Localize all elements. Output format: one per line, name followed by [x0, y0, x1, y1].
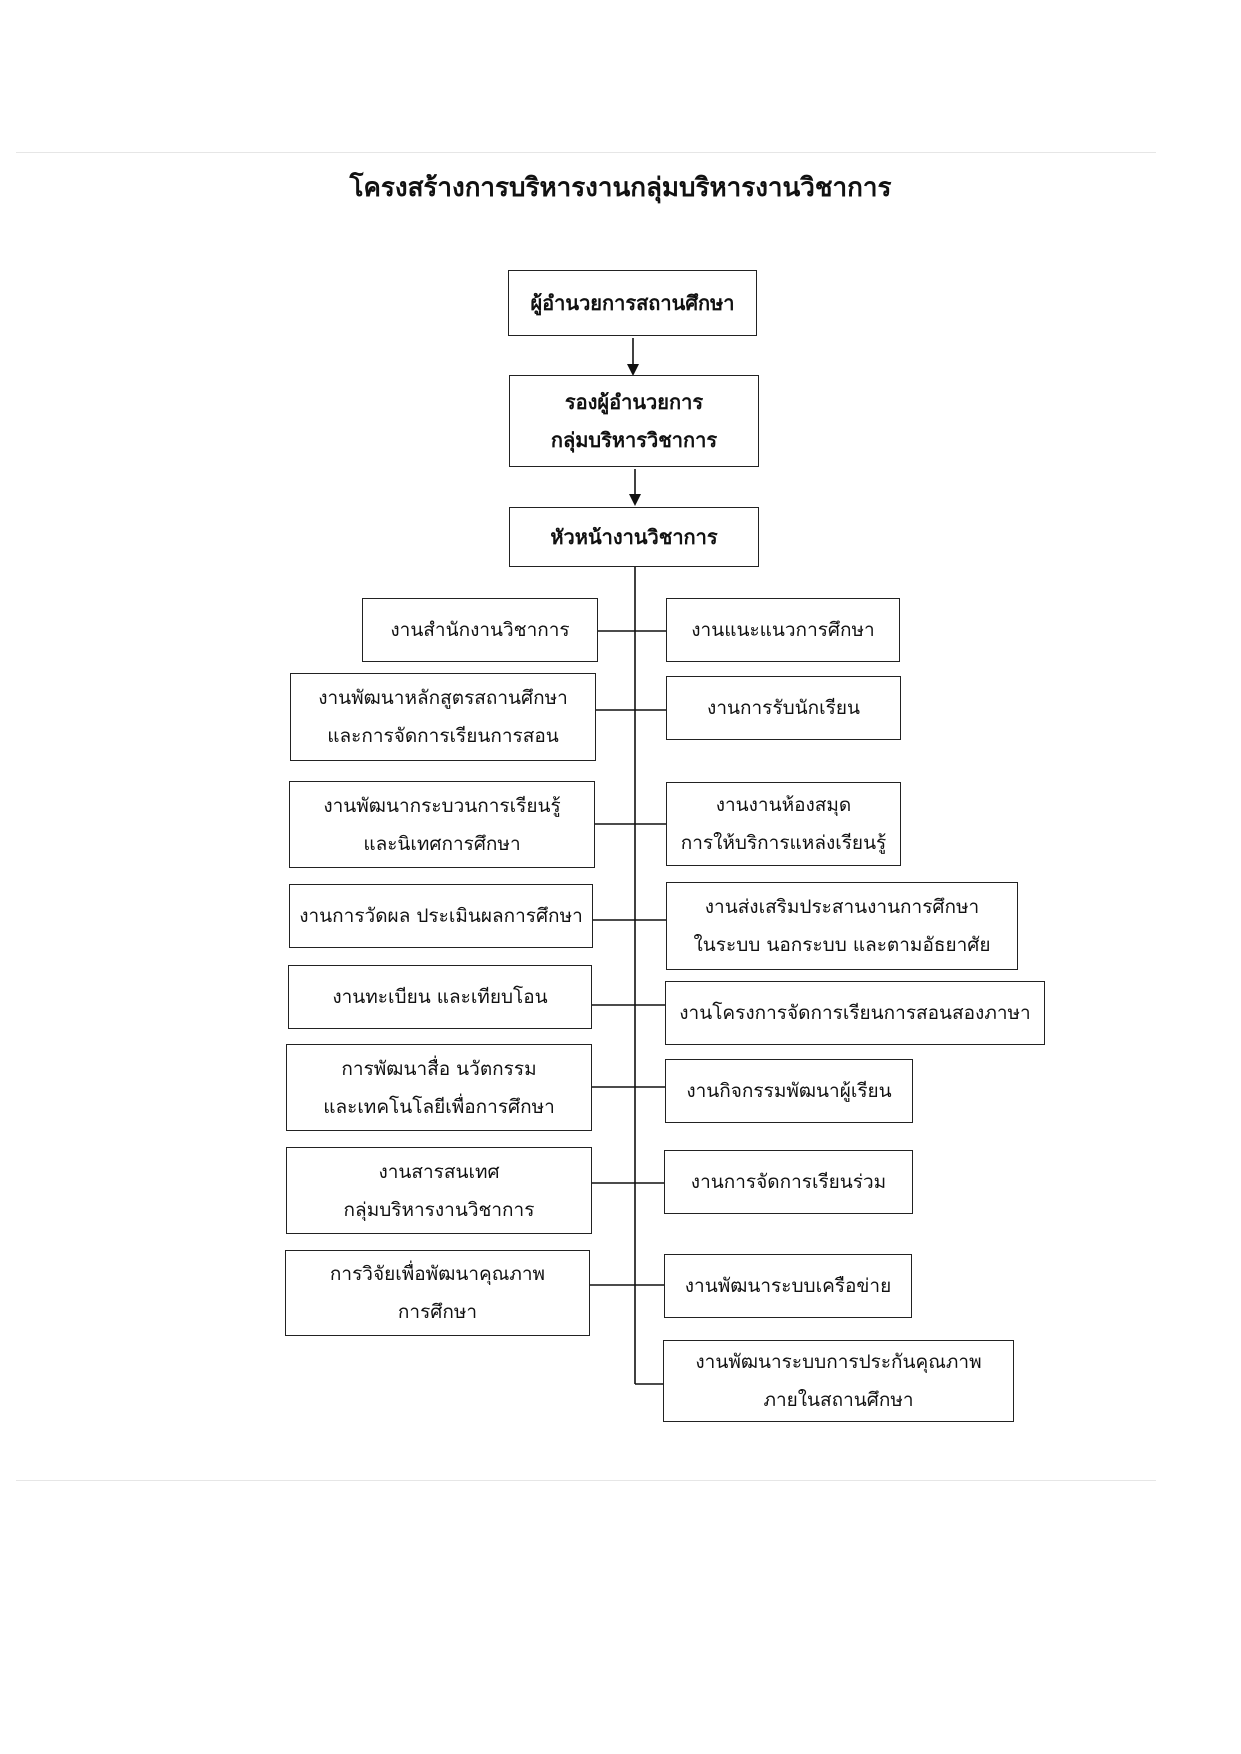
left-unit-box: การวิจัยเพื่อพัฒนาคุณภาพ การศึกษา: [285, 1250, 590, 1336]
right-unit-box: งานการรับนักเรียน: [666, 676, 901, 740]
left-unit-label: งานสำนักงานวิชาการ: [390, 619, 570, 641]
left-unit-label: การพัฒนาสื่อ นวัตกรรม และเทคโนโลยีเพื่อก…: [323, 1057, 555, 1118]
left-unit-box: งานสารสนเทศ กลุ่มบริหารงานวิชาการ: [286, 1147, 592, 1234]
left-unit-box: งานการวัดผล ประเมินผลการศึกษา: [289, 884, 593, 948]
left-unit-box: งานสำนักงานวิชาการ: [362, 598, 598, 662]
left-unit-box: การพัฒนาสื่อ นวัตกรรม และเทคโนโลยีเพื่อก…: [286, 1044, 592, 1131]
left-unit-label: การวิจัยเพื่อพัฒนาคุณภาพ การศึกษา: [329, 1263, 546, 1323]
left-unit-box: งานทะเบียน และเทียบโอน: [288, 965, 592, 1029]
deputy-director-box: รองผู้อำนวยการ กลุ่มบริหารวิชาการ: [509, 375, 759, 467]
right-unit-box: งานกิจกรรมพัฒนาผู้เรียน: [665, 1059, 913, 1123]
right-unit-label: งานงานห้องสมุด การให้บริการแหล่งเรียนรู้: [680, 794, 887, 854]
right-unit-label: งานส่งเสริมประสานงานการศึกษา ในระบบ นอกร…: [693, 896, 991, 956]
left-unit-label: งานการวัดผล ประเมินผลการศึกษา: [299, 905, 583, 927]
left-unit-box: งานพัฒนากระบวนการเรียนรู้ และนิเทศการศึก…: [289, 781, 595, 868]
right-unit-label: งานการรับนักเรียน: [707, 697, 860, 719]
left-unit-label: งานทะเบียน และเทียบโอน: [332, 986, 548, 1008]
deputy-director-label: รองผู้อำนวยการ กลุ่มบริหารวิชาการ: [550, 390, 718, 452]
left-unit-label: งานสารสนเทศ กลุ่มบริหารงานวิชาการ: [343, 1160, 535, 1221]
right-unit-label: งานการจัดการเรียนร่วม: [690, 1171, 887, 1193]
right-unit-box: งานแนะแนวการศึกษา: [666, 598, 900, 662]
director-box: ผู้อำนวยการสถานศึกษา: [508, 270, 757, 336]
right-unit-box: งานพัฒนาระบบเครือข่าย: [664, 1254, 912, 1318]
chart-title: โครงสร้างการบริหารงานกลุ่มบริหารงานวิชาก…: [349, 173, 892, 203]
left-unit-label: งานพัฒนาหลักสูตรสถานศึกษา และการจัดการเร…: [318, 687, 568, 747]
bottom-divider: [16, 1480, 1156, 1481]
top-divider: [16, 152, 1156, 153]
academic-head-box: หัวหน้างานวิชาการ: [509, 507, 759, 567]
director-label: ผู้อำนวยการสถานศึกษา: [530, 291, 735, 315]
right-unit-label: งานพัฒนาระบบเครือข่าย: [684, 1275, 892, 1297]
right-unit-label: งานโครงการจัดการเรียนการสอนสองภาษา: [679, 1002, 1031, 1024]
left-unit-label: งานพัฒนากระบวนการเรียนรู้ และนิเทศการศึก…: [323, 794, 561, 855]
right-unit-box: งานพัฒนาระบบการประกันคุณภาพ ภายในสถานศึก…: [663, 1340, 1014, 1422]
right-unit-label: งานแนะแนวการศึกษา: [691, 619, 875, 641]
right-unit-label: งานกิจกรรมพัฒนาผู้เรียน: [686, 1080, 892, 1102]
right-unit-box: งานโครงการจัดการเรียนการสอนสองภาษา: [665, 981, 1045, 1045]
right-unit-label: งานพัฒนาระบบการประกันคุณภาพ ภายในสถานศึก…: [695, 1351, 982, 1411]
right-unit-box: งานงานห้องสมุด การให้บริการแหล่งเรียนรู้: [666, 782, 901, 866]
academic-head-label: หัวหน้างานวิชาการ: [550, 525, 718, 549]
left-unit-box: งานพัฒนาหลักสูตรสถานศึกษา และการจัดการเร…: [290, 673, 596, 761]
right-unit-box: งานการจัดการเรียนร่วม: [664, 1150, 913, 1214]
right-unit-box: งานส่งเสริมประสานงานการศึกษา ในระบบ นอกร…: [666, 882, 1018, 970]
